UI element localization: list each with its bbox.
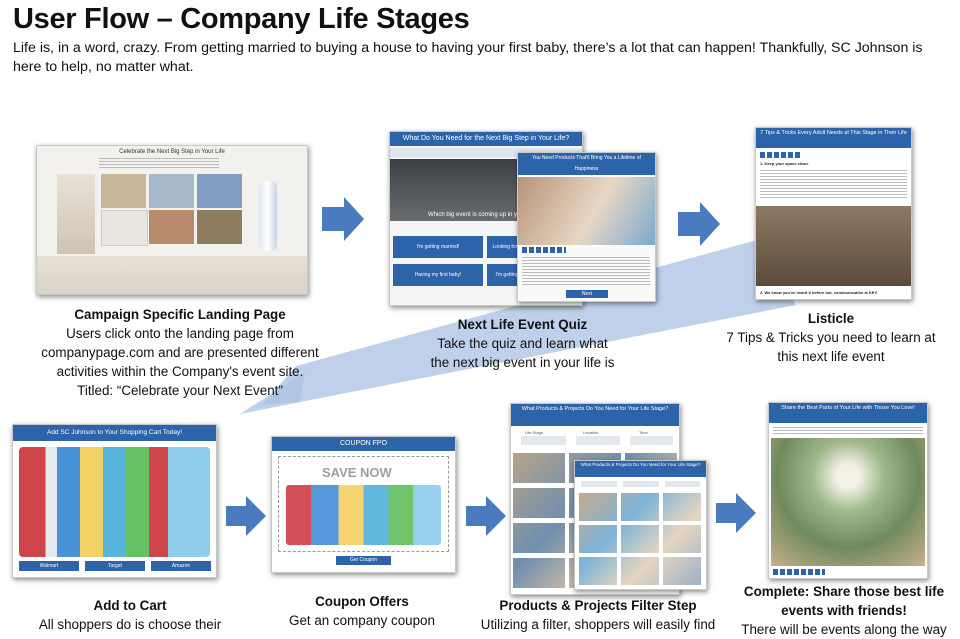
cart-heading: Add to Cart — [93, 598, 167, 613]
landing-page-screenshot: Celebrate the Next Big Step in Your Life — [36, 145, 308, 295]
cleaning-products-image — [19, 447, 210, 557]
flow-arrow-3 — [226, 496, 266, 536]
complete-desc-1: There will be events along the way — [741, 622, 947, 637]
listicle-desc-2: this next life event — [777, 349, 885, 364]
landing-tile-5 — [149, 210, 194, 244]
quiz-heading: Next Life Event Quiz — [457, 317, 588, 332]
landing-desc-1: Users click onto the landing page from — [66, 326, 294, 341]
complete-screen-title: Share the Best Parts of Your Life with T… — [769, 403, 927, 423]
flow-arrow-2 — [678, 202, 720, 246]
quiz-result-screenshot: You Need Products That'll Bring You a Li… — [517, 152, 656, 302]
filter-screen-title: What Products & Projects Do You Need for… — [511, 404, 679, 426]
filter-result-dropdowns[interactable] — [581, 481, 700, 487]
quiz-desc-1: Take the quiz and learn what — [437, 336, 608, 351]
listicle-screen-title: 7 Tips & Tricks Every Adult Needs at Thi… — [756, 128, 911, 148]
complete-body — [773, 427, 923, 435]
coupon-border — [278, 456, 449, 552]
quiz-result-body — [522, 257, 650, 285]
filter-label-location: Location — [583, 430, 599, 435]
retailer-button-walmart[interactable]: Walmart — [19, 561, 79, 571]
coupon-products-image — [286, 485, 441, 545]
landing-screen-title: Celebrate the Next Big Step in Your Life — [119, 149, 225, 155]
complete-caption: Complete: Share those best life events w… — [728, 582, 960, 639]
filter-caption: Products & Projects Filter Step Utilizin… — [462, 596, 734, 634]
landing-desc-2: companypage.com and are presented differ… — [41, 345, 319, 360]
landing-heading: Campaign Specific Landing Page — [74, 307, 286, 322]
landing-tile-2 — [149, 174, 194, 208]
page-title: User Flow – Company Life Stages — [13, 3, 470, 35]
family-kitchen-image — [518, 177, 655, 245]
quiz-tabs — [390, 148, 582, 157]
coupon-heading: Coupon Offers — [315, 594, 409, 609]
listicle-caption: Listicle 7 Tips & Tricks you need to lea… — [700, 309, 960, 366]
filter-label-life-stage: Life Stage — [525, 430, 544, 435]
share-icons[interactable] — [522, 247, 566, 253]
flow-arrow-1 — [322, 197, 364, 241]
landing-tile-6 — [197, 210, 242, 244]
filter-result-title: What Products & Projects Do You Need for… — [575, 461, 706, 477]
filter-dropdowns[interactable] — [521, 436, 673, 445]
quiz-result-title: You Need Products That'll Bring You a Li… — [518, 153, 655, 175]
listicle-body — [760, 170, 907, 200]
kitchen-image — [756, 206, 911, 286]
quiz-answer-3[interactable]: Having my first baby! — [393, 264, 483, 286]
cart-desc-1: All shoppers do is choose their — [38, 617, 222, 632]
complete-heading-2: events with friends! — [781, 603, 907, 618]
quiz-caption: Next Life Event Quiz Take the quiz and l… — [395, 315, 650, 372]
cart-screen-title: Add SC Johnson to Your Shopping Cart Tod… — [13, 425, 216, 441]
listicle-desc-1: 7 Tips & Tricks you need to learn at — [726, 330, 936, 345]
outdoor-party-image — [771, 438, 925, 566]
quiz-desc-2: the next big event in your life is — [430, 355, 615, 370]
complete-share-icons[interactable] — [773, 569, 825, 575]
coupon-save-text: SAVE NOW — [322, 465, 392, 480]
landing-tile-1 — [101, 174, 146, 208]
filter-desc-1: Utilizing a filter, shoppers will easily… — [480, 617, 716, 632]
retailer-button-target[interactable]: Target — [85, 561, 145, 571]
retailer-button-amazon[interactable]: Amazon — [151, 561, 211, 571]
filter-heading: Products & Projects Filter Step — [499, 598, 697, 613]
quiz-next-button[interactable]: Next — [566, 290, 608, 298]
quiz-answer-1[interactable]: I'm getting married! — [393, 236, 483, 258]
listicle-tip-2: 2. We know you've heard it before but, c… — [760, 290, 878, 295]
landing-tile-3 — [197, 174, 242, 208]
intro-text: Life is, in a word, crazy. From getting … — [13, 40, 923, 75]
listicle-heading: Listicle — [807, 311, 855, 326]
quiz-screen-title: What Do You Need for the Next Big Step i… — [390, 132, 582, 146]
filter-label-time: Time — [639, 430, 648, 435]
listicle-tip-1: 1. Keep your space clean. — [760, 161, 809, 166]
landing-body-text — [99, 158, 219, 170]
complete-heading-1: Complete: Share those best life — [743, 584, 945, 599]
landing-tile-4 — [101, 210, 148, 246]
baby-bottle-image — [259, 181, 277, 251]
listicle-share-icons[interactable] — [760, 152, 800, 158]
landing-desc-4: Titled: “Celebrate your Next Event” — [77, 383, 283, 398]
flow-arrow-5 — [716, 493, 756, 533]
coupon-screen-title: COUPON FPO — [272, 437, 455, 451]
wedding-couple-image — [57, 174, 95, 254]
cart-screenshot: Add SC Johnson to Your Shopping Cart Tod… — [12, 424, 217, 578]
filter-result-screenshot: What Products & Projects Do You Need for… — [574, 460, 707, 590]
listicle-screenshot: 7 Tips & Tricks Every Adult Needs at Thi… — [755, 127, 912, 300]
get-coupon-button[interactable]: Get Coupon — [336, 556, 391, 565]
complete-screenshot: Share the Best Parts of Your Life with T… — [768, 402, 928, 579]
landing-caption: Campaign Specific Landing Page Users cli… — [20, 305, 340, 400]
coupon-caption: Coupon Offers Get an company coupon — [262, 592, 462, 630]
coupon-desc-1: Get an company coupon — [289, 613, 435, 628]
landing-table-surface — [37, 256, 307, 294]
coupon-screenshot: COUPON FPO SAVE NOW Get Coupon — [271, 436, 456, 573]
flow-arrow-4 — [466, 496, 506, 536]
cart-caption: Add to Cart All shoppers do is choose th… — [0, 596, 260, 634]
filter-result-grid — [579, 491, 702, 585]
quiz-question: Which big event is coming up in yo — [428, 212, 521, 218]
landing-desc-3: activities within the Company's event si… — [56, 364, 304, 379]
